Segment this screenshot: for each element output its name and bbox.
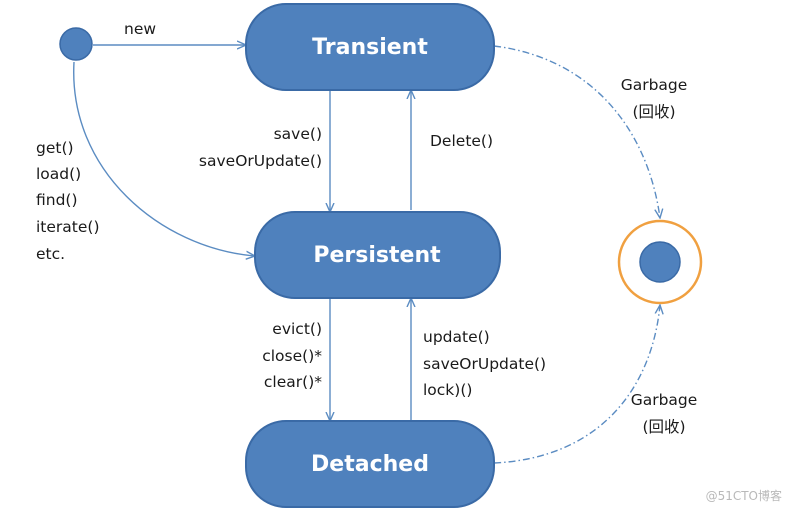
label-update: update() [423, 328, 490, 346]
label-get: get() [36, 139, 74, 157]
arrow-start-to-persistent [73, 61, 255, 256]
label-evict: evict() [272, 320, 322, 338]
label-find: find() [36, 191, 78, 209]
watermark: @51CTO博客 [706, 488, 782, 503]
label-recycle-top: (回收) [632, 103, 675, 121]
start-node [59, 27, 93, 61]
label-new: new [124, 20, 156, 38]
arrow-transient-garbage [493, 45, 660, 218]
label-persistent-to-detached: evict() close()* clear()* [262, 320, 322, 391]
label-transient-to-persistent: save() saveOrUpdate() [199, 125, 322, 170]
state-persistent: Persistent [254, 211, 501, 299]
state-detached-label: Detached [311, 452, 429, 477]
end-node [617, 219, 703, 305]
label-start-to-persistent: get() load() find() iterate() etc. [36, 139, 100, 263]
label-save: save() [274, 125, 322, 143]
label-garbage-top: Garbage [621, 76, 688, 94]
state-transient-label: Transient [312, 35, 428, 60]
label-clear: clear()* [264, 373, 322, 391]
label-detached-garbage: Garbage (回收) [631, 391, 698, 436]
label-save-or-update-2: saveOrUpdate() [423, 355, 546, 373]
arrow-detached-garbage [493, 305, 660, 464]
label-detached-to-persistent: update() saveOrUpdate() lock)() [423, 328, 546, 399]
state-persistent-label: Persistent [313, 243, 441, 268]
label-recycle-bottom: (回收) [642, 418, 685, 436]
label-load: load() [36, 165, 81, 183]
state-transient: Transient [245, 3, 495, 91]
label-iterate: iterate() [36, 218, 100, 236]
label-etc: etc. [36, 245, 65, 263]
label-lock: lock)() [423, 381, 472, 399]
label-delete: Delete() [430, 132, 493, 150]
label-close: close()* [262, 347, 322, 365]
label-save-or-update: saveOrUpdate() [199, 152, 322, 170]
label-transient-garbage: Garbage (回收) [621, 76, 688, 121]
label-garbage-bottom: Garbage [631, 391, 698, 409]
state-detached: Detached [245, 420, 495, 508]
